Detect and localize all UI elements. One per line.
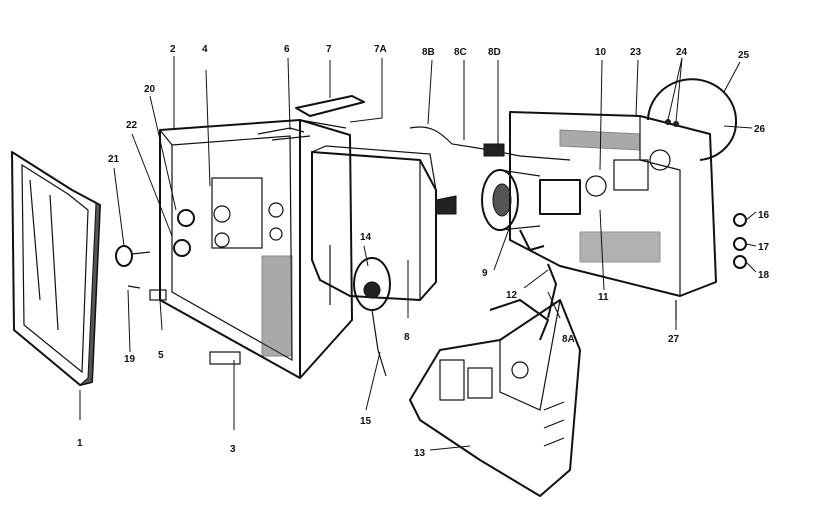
label-16: 16: [758, 210, 770, 221]
label-2: 2: [170, 44, 176, 55]
label-3: 3: [230, 444, 236, 455]
lens-assembly: [481, 169, 581, 251]
rear-cabinet: [509, 111, 717, 297]
label-21: 21: [108, 154, 120, 165]
label-10: 10: [595, 47, 607, 58]
label-18: 18: [758, 270, 770, 281]
label-15: 15: [360, 416, 372, 427]
label-8b: 8B: [422, 47, 435, 58]
tube-housing: [311, 145, 457, 301]
label-25: 25: [738, 50, 750, 61]
label-11: 11: [598, 292, 609, 303]
label-8: 8: [404, 332, 410, 343]
label-24: 24: [676, 47, 688, 58]
label-8d: 8D: [488, 47, 501, 58]
label-19: 19: [124, 354, 136, 365]
label-7: 7: [326, 44, 332, 55]
label-20: 20: [144, 84, 156, 95]
label-6: 6: [284, 44, 290, 55]
label-1: 1: [77, 438, 83, 449]
part-labels: 1 2 3 4 5 6 7 7A 8 8A 8B 8C 8D 9 10 11 1…: [77, 44, 770, 459]
label-8a: 8A: [562, 334, 575, 345]
front-screen-glass: [11, 151, 101, 386]
label-8c: 8C: [454, 47, 467, 58]
label-26: 26: [754, 124, 766, 135]
leader-lines: [79, 56, 757, 451]
cabinet-housing: [159, 119, 353, 379]
label-5: 5: [158, 350, 164, 361]
label-17: 17: [758, 242, 770, 253]
chassis-base: [409, 299, 581, 497]
small-parts: [115, 95, 747, 365]
label-12: 12: [506, 290, 518, 301]
label-4: 4: [202, 44, 208, 55]
label-23: 23: [630, 47, 642, 58]
label-7a: 7A: [374, 44, 387, 55]
label-22: 22: [126, 120, 138, 131]
label-27: 27: [668, 334, 680, 345]
rear-round-cover: [647, 78, 738, 161]
label-14: 14: [360, 232, 372, 243]
label-13: 13: [414, 448, 426, 459]
label-9: 9: [482, 268, 488, 279]
speaker: [353, 257, 391, 377]
